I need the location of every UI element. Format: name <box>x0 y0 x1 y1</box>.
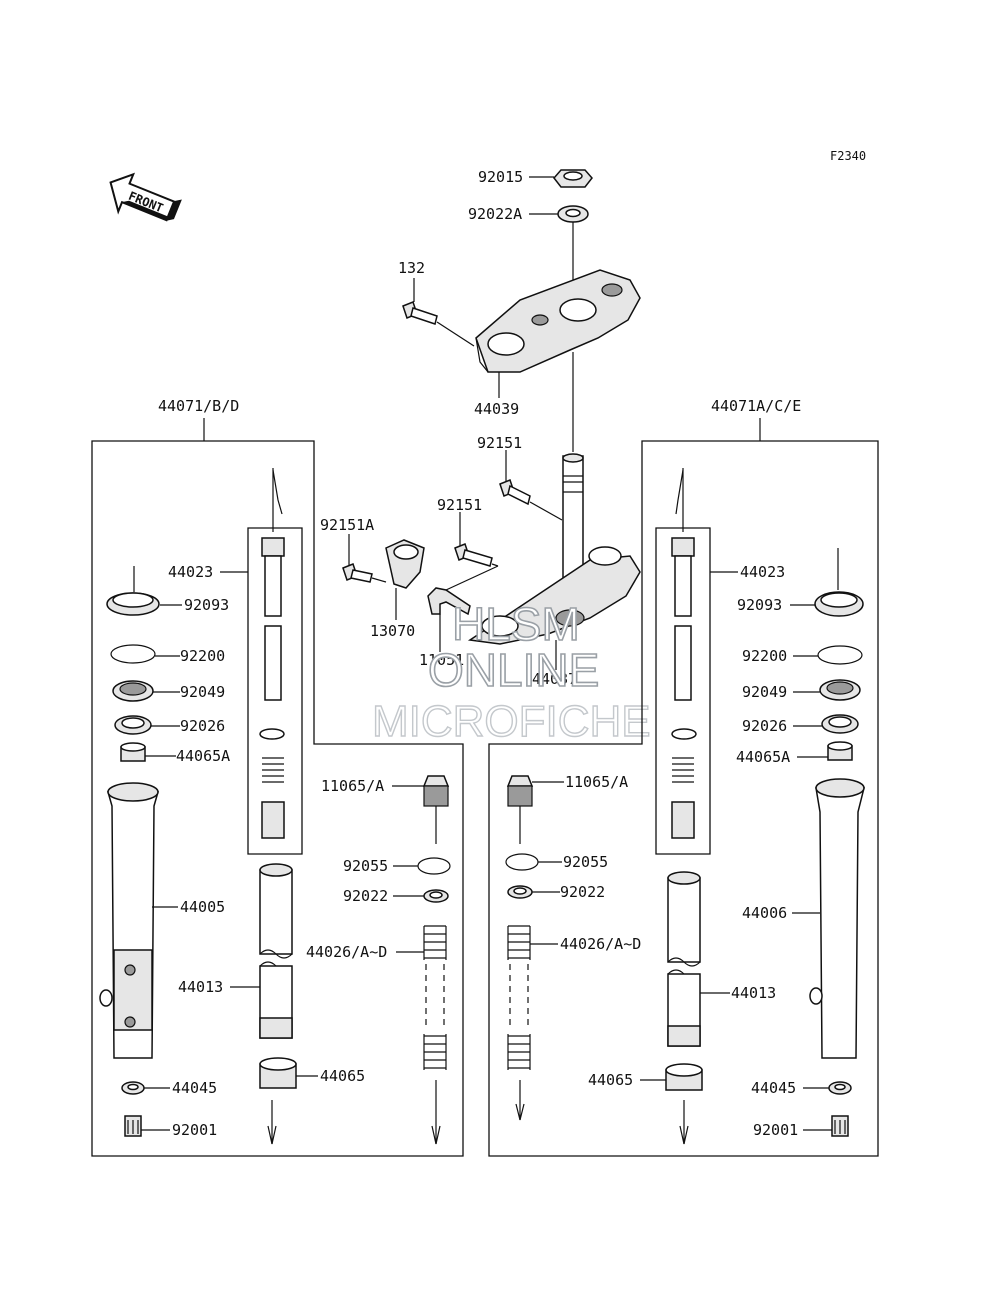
watermark-line2: ONLINE <box>428 644 599 696</box>
label-r-92022: 92022 <box>560 883 605 901</box>
label-r-44065a: 44065A <box>736 748 790 766</box>
right-assembly-box <box>488 440 879 1157</box>
bolt-92151a <box>342 563 373 583</box>
label-right-assembly: 44071A/C/E <box>711 397 801 415</box>
bolt-92151-mid <box>454 543 493 567</box>
seal-92049-left <box>112 680 154 702</box>
label-l-92001: 92001 <box>172 1121 217 1139</box>
inner-tube-44013-right <box>667 871 701 1047</box>
label-l-44005: 44005 <box>180 898 225 916</box>
bushing-44065a-left <box>120 742 146 762</box>
oring-92055-left <box>417 857 451 875</box>
label-l-92200: 92200 <box>180 647 225 665</box>
label-l-44065: 44065 <box>320 1067 365 1085</box>
washer-44045-left <box>121 1081 145 1095</box>
bolt-92001-left <box>124 1115 142 1137</box>
label-r-44065: 44065 <box>588 1071 633 1089</box>
label-r-44013: 44013 <box>731 984 776 1002</box>
label-11051: 11051 <box>419 651 464 669</box>
label-r-44026: 44026/A~D <box>560 935 641 953</box>
label-92151-top: 92151 <box>477 434 522 452</box>
label-r-11065a: 11065/A <box>565 773 628 791</box>
label-44037: 44037 <box>532 670 577 688</box>
seal-92093-right <box>814 591 864 617</box>
label-44039: 44039 <box>474 400 519 418</box>
bolt-92151-top <box>499 479 531 506</box>
label-l-92022: 92022 <box>343 887 388 905</box>
steering-stem-44037 <box>467 453 641 645</box>
oring-92055-right <box>505 853 539 871</box>
right-cartridge <box>671 537 697 839</box>
washer-92026-left <box>114 715 152 735</box>
bolt-132 <box>402 301 438 325</box>
label-92151a: 92151A <box>320 516 374 534</box>
watermark-line3: MICROFICHE <box>372 697 651 746</box>
bushing-44065-right <box>665 1063 703 1091</box>
clip-92200-left <box>110 644 156 664</box>
seal-92093-left <box>106 592 160 616</box>
outer-tube-44006 <box>809 778 865 1059</box>
washer-92022-left <box>423 889 449 903</box>
bolt-92001-right <box>831 1115 849 1137</box>
figure-code: F2340 <box>830 149 866 163</box>
label-r-92049: 92049 <box>742 683 787 701</box>
cap-bolt-11065-left <box>422 775 450 844</box>
outer-tube-44005 <box>99 782 159 1059</box>
label-l-92049: 92049 <box>180 683 225 701</box>
washer-92026-right <box>821 714 859 734</box>
washer-92022a <box>557 205 589 223</box>
label-l-44013: 44013 <box>178 978 223 996</box>
label-r-92055: 92055 <box>563 853 608 871</box>
label-13070: 13070 <box>370 622 415 640</box>
front-arrow-icon: FRONT <box>109 172 182 222</box>
label-132: 132 <box>398 259 425 277</box>
spring-44026-left <box>423 925 447 1070</box>
clamp-13070 <box>385 539 425 589</box>
label-l-44026: 44026/A~D <box>306 943 387 961</box>
seal-92049-right <box>819 679 861 701</box>
label-r-92001: 92001 <box>753 1121 798 1139</box>
washer-44045-right <box>828 1081 852 1095</box>
upper-bracket-44039 <box>475 269 641 373</box>
bushing-44065-left <box>259 1057 297 1089</box>
right-inner-box <box>655 527 711 855</box>
label-l-92026: 92026 <box>180 717 225 735</box>
label-l-44065a: 44065A <box>176 747 230 765</box>
label-l-92055: 92055 <box>343 857 388 875</box>
label-92022a: 92022A <box>468 205 522 223</box>
washer-92022-right <box>507 885 533 899</box>
label-l-11065a: 11065/A <box>321 777 384 795</box>
left-cartridge <box>259 537 285 839</box>
label-r-44006: 44006 <box>742 904 787 922</box>
label-92015: 92015 <box>478 168 523 186</box>
label-r-44023: 44023 <box>740 563 785 581</box>
bushing-44065a-right <box>827 741 853 761</box>
label-l-44045: 44045 <box>172 1079 217 1097</box>
left-assembly-box <box>91 440 464 1157</box>
left-inner-box <box>247 527 303 855</box>
label-r-44045: 44045 <box>751 1079 796 1097</box>
spring-44026-right <box>507 925 531 1070</box>
label-r-92026: 92026 <box>742 717 787 735</box>
label-left-assembly: 44071/B/D <box>158 397 239 415</box>
clip-92200-right <box>817 645 863 665</box>
label-r-92093: 92093 <box>737 596 782 614</box>
nut-92015 <box>553 169 593 188</box>
inner-tube-44013-left <box>259 863 293 1039</box>
label-l-92093: 92093 <box>184 596 229 614</box>
label-l-44023: 44023 <box>168 563 213 581</box>
watermark-line1: HLSM <box>452 598 580 650</box>
label-r-92200: 92200 <box>742 647 787 665</box>
label-92151-mid: 92151 <box>437 496 482 514</box>
bracket-11051 <box>427 587 471 616</box>
cap-bolt-11065-right <box>506 775 534 844</box>
